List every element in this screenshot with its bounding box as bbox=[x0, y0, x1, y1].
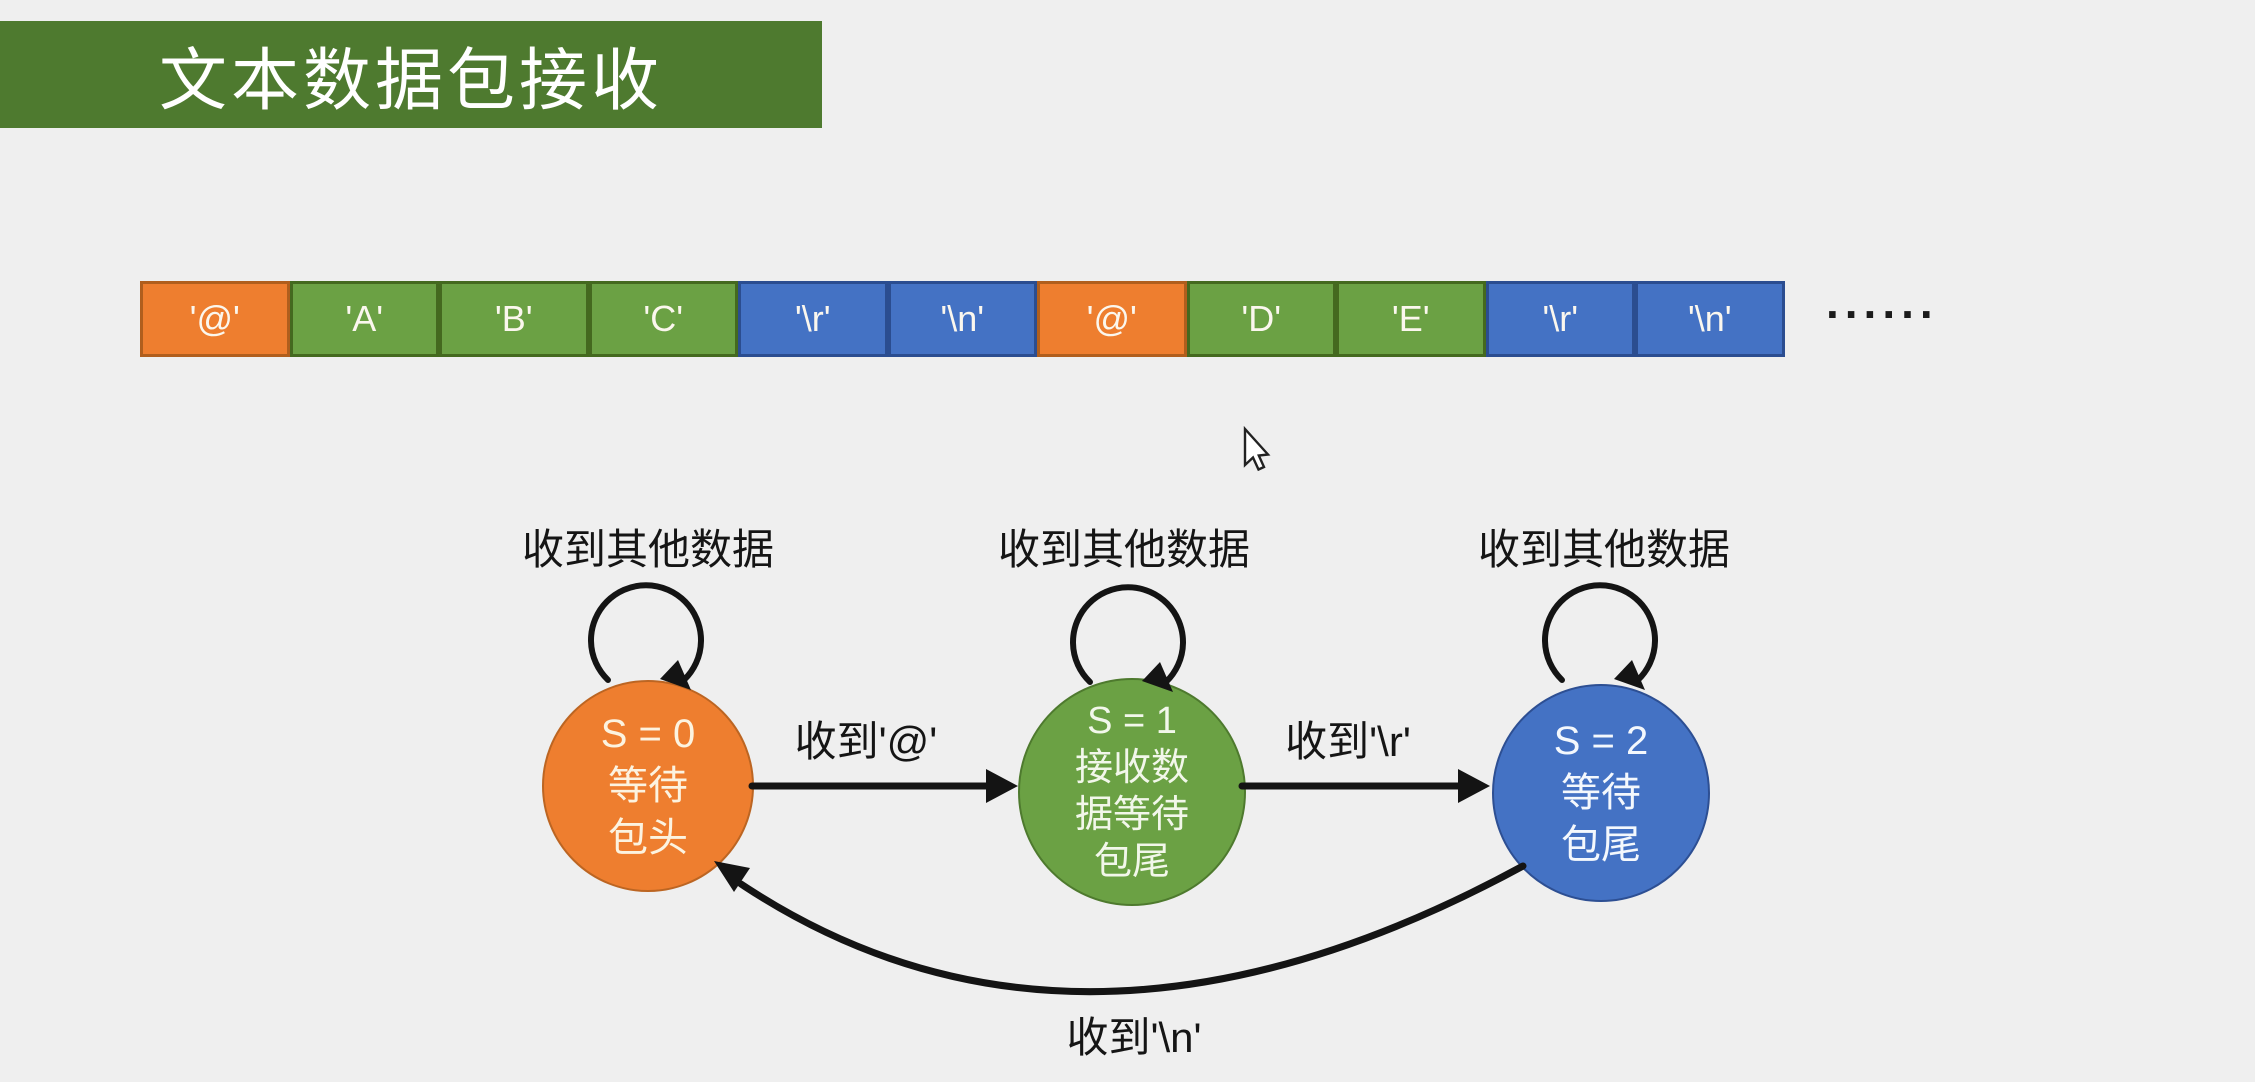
byte-cell-7: 'D' bbox=[1186, 281, 1336, 357]
arrowhead-s2-s0 bbox=[714, 861, 750, 892]
slide-title-bar: 文本数据包接收 bbox=[0, 21, 822, 128]
byte-cell-9: '\r' bbox=[1485, 281, 1635, 357]
self-loop-label-s1: 收到其他数据 bbox=[997, 526, 1250, 573]
arrowhead-s0-s1 bbox=[986, 769, 1018, 803]
self-loop-arrow-s0 bbox=[588, 582, 704, 683]
self-loop-label-s2: 收到其他数据 bbox=[1477, 526, 1730, 573]
byte-cell-3: 'C' bbox=[588, 281, 738, 357]
self-loop-arrow-s1 bbox=[1070, 584, 1186, 685]
state-s0-line-2: 包头 bbox=[608, 816, 688, 860]
state-s2-line-2: 包尾 bbox=[1561, 823, 1641, 867]
byte-cell-6: '@' bbox=[1037, 281, 1187, 357]
transition-label-s1-s2: 收到'\r' bbox=[1285, 718, 1411, 765]
byte-cell-0: '@' bbox=[140, 281, 290, 357]
transition-label-s0-s1: 收到'@' bbox=[794, 718, 938, 765]
state-node-s2: S = 2 等待 包尾 bbox=[1492, 684, 1710, 902]
self-loop-label-s0: 收到其他数据 bbox=[521, 526, 774, 573]
byte-cell-4: '\r' bbox=[738, 281, 888, 357]
state-s1-line-1: 接收数 bbox=[1074, 747, 1189, 789]
mouse-cursor bbox=[1243, 425, 1271, 472]
byte-cell-5: '\n' bbox=[887, 281, 1037, 357]
state-s1-line-2: 据等待 bbox=[1074, 794, 1189, 836]
state-s2-line-1: 等待 bbox=[1561, 771, 1641, 815]
state-s1-line-0: S = 1 bbox=[1087, 700, 1177, 742]
byte-cell-2: 'B' bbox=[439, 281, 589, 357]
arrowhead-s1-s2 bbox=[1458, 769, 1490, 803]
byte-stream-row: '@' 'A' 'B' 'C' '\r' '\n' '@' 'D' 'E' '\… bbox=[140, 281, 1785, 357]
state-s0-line-1: 等待 bbox=[608, 764, 688, 808]
byte-cell-1: 'A' bbox=[289, 281, 439, 357]
slide-title: 文本数据包接收 bbox=[158, 43, 663, 119]
transition-label-s2-s0: 收到'\n' bbox=[1066, 1014, 1202, 1061]
state-s1-line-3: 包尾 bbox=[1093, 841, 1170, 883]
state-node-s0: S = 0 等待 包头 bbox=[542, 680, 754, 892]
state-s0-line-0: S = 0 bbox=[600, 712, 696, 756]
byte-cell-8: 'E' bbox=[1336, 281, 1486, 357]
self-loop-arrow-s2 bbox=[1542, 582, 1658, 683]
byte-cell-10: '\n' bbox=[1635, 281, 1785, 357]
state-s2-line-0: S = 2 bbox=[1553, 719, 1649, 763]
ellipsis-label: ...... bbox=[1826, 276, 1939, 328]
